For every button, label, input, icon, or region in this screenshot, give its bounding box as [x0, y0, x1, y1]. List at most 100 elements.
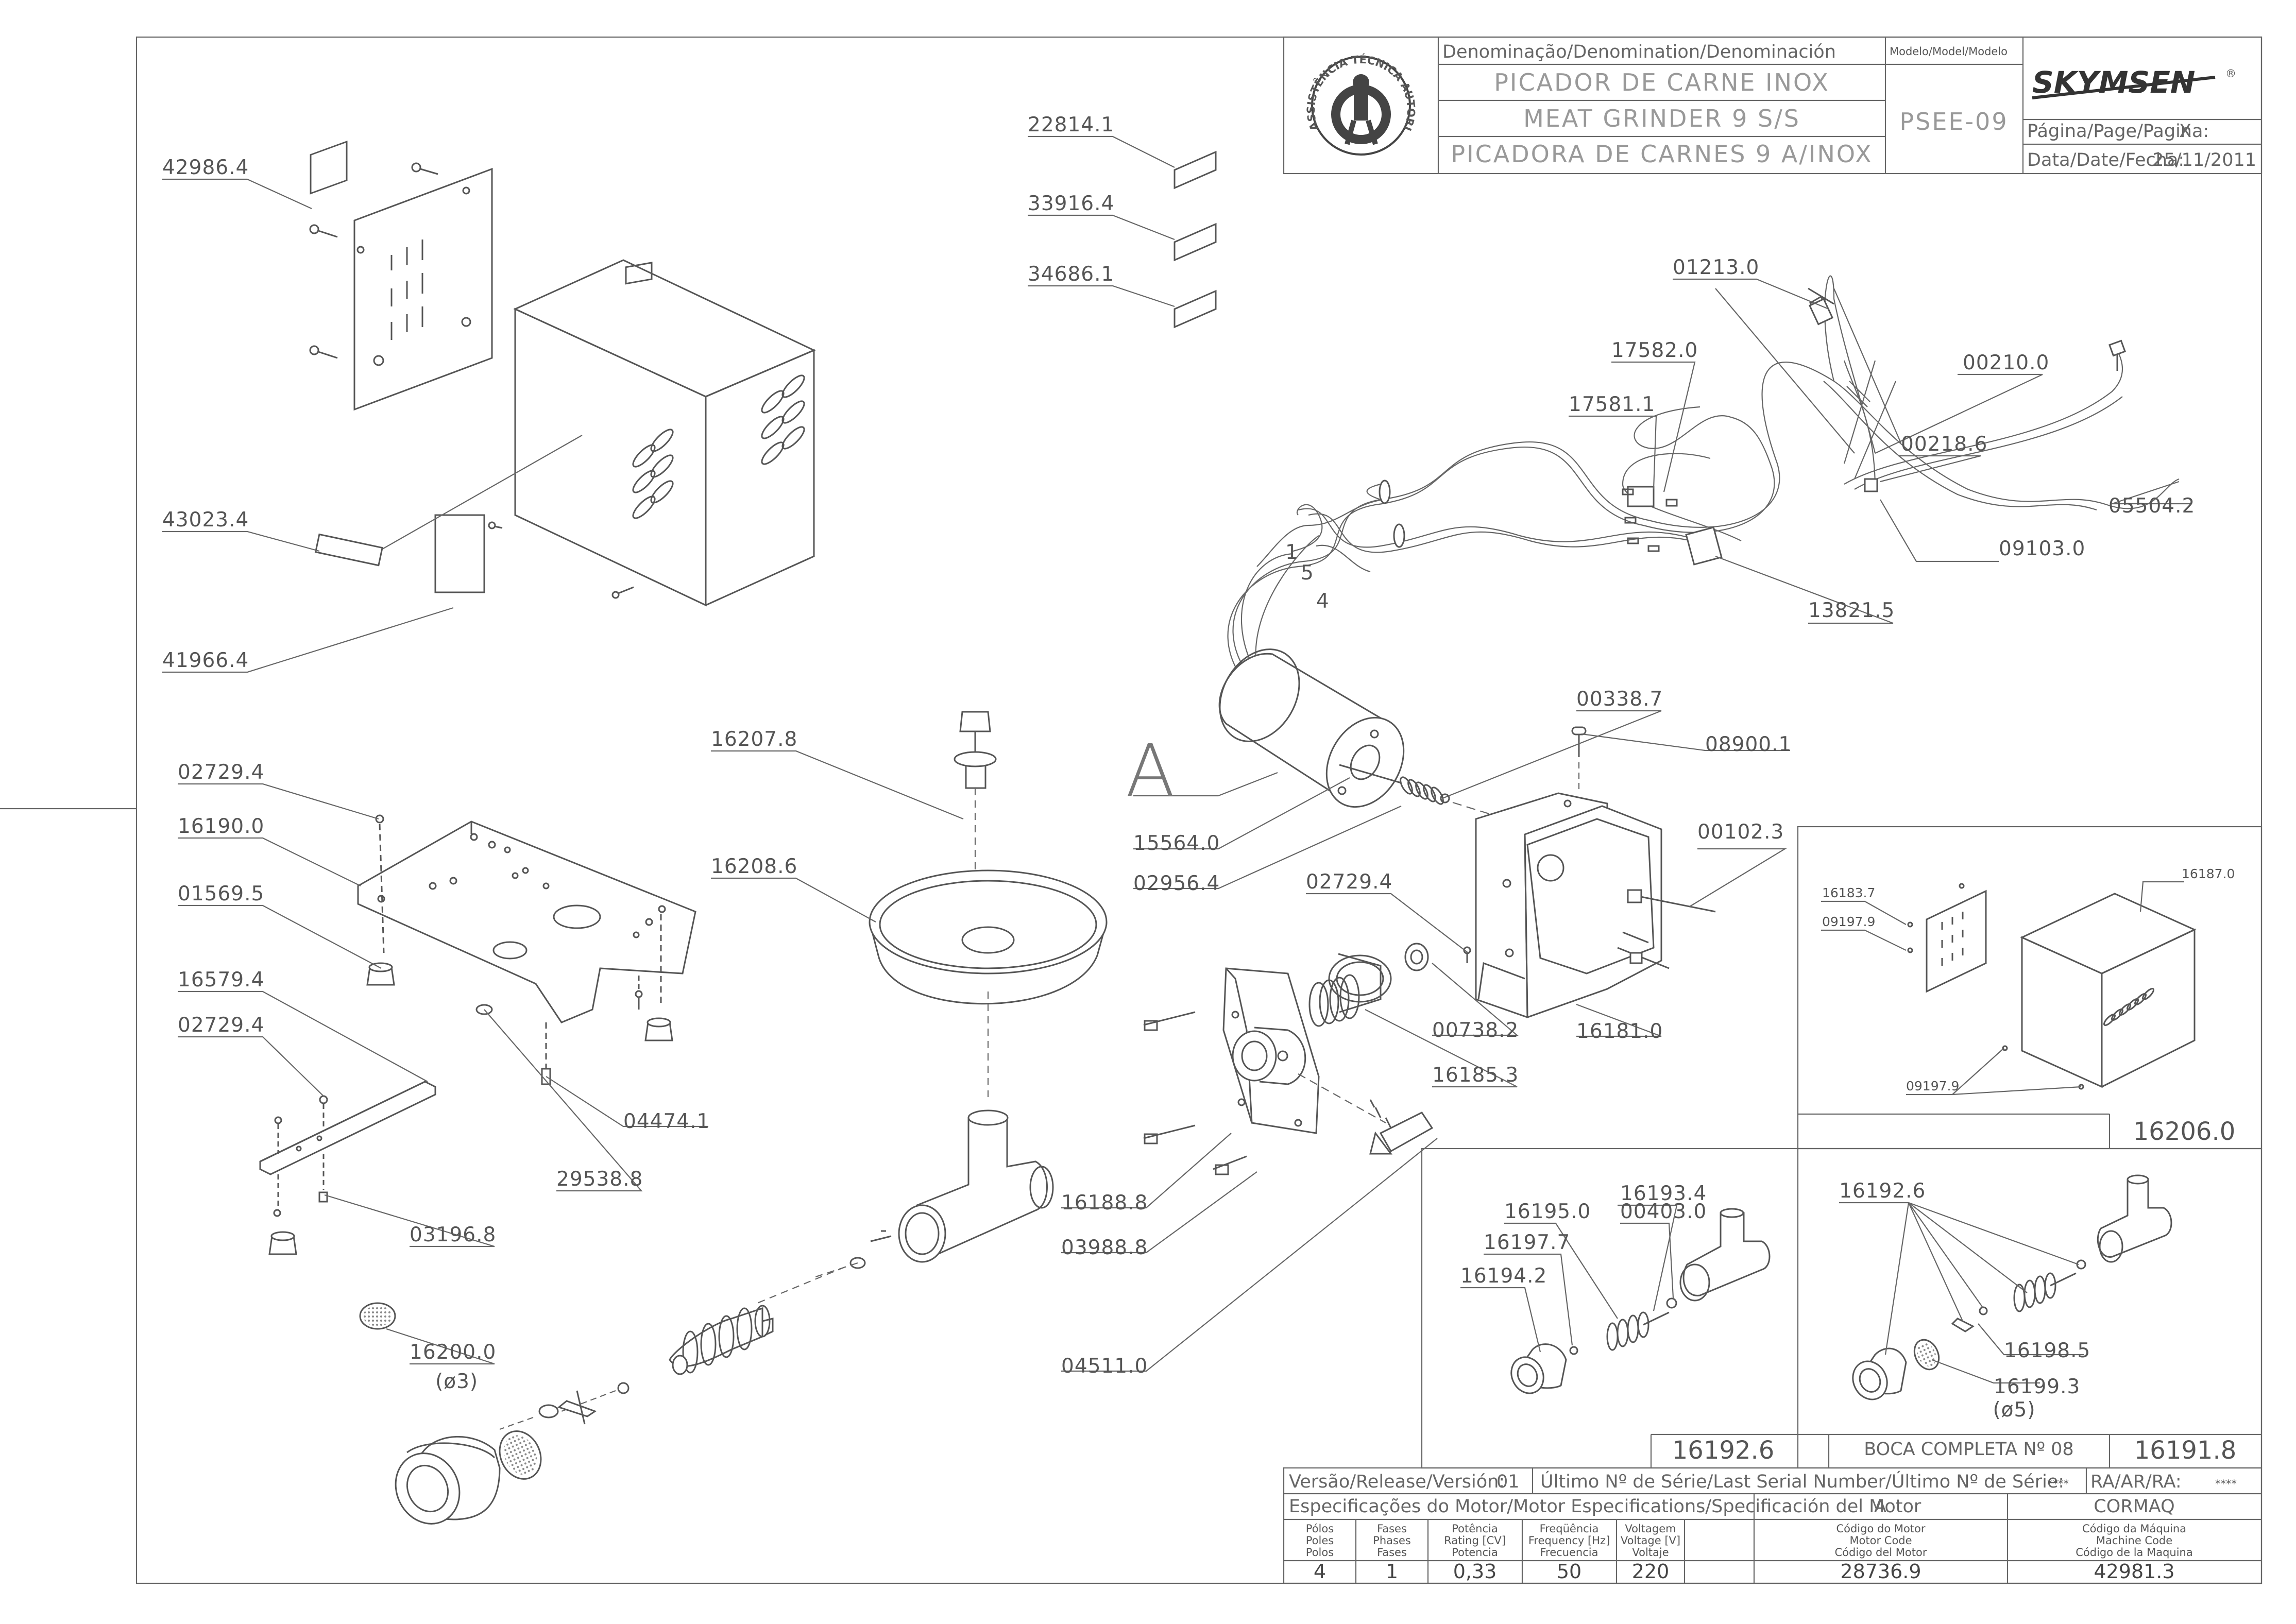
label-02729-center: 02729.4 [1306, 870, 1392, 894]
pusher [954, 711, 997, 907]
brand-name: SKYMSEN [2032, 65, 2195, 100]
ra-label: RA/AR/RA: [2090, 1472, 2182, 1492]
inset-label-16183: 16183.7 [1822, 885, 1875, 900]
h-phases-es: Fases [1377, 1546, 1407, 1559]
label-22814: 22814.1 [1028, 113, 1114, 136]
authorized-service-seal: ASSISTÊNCIA TÉCNICA AUTORIZADA [0, 0, 1417, 156]
label-16185: 16185.3 [1432, 1064, 1519, 1087]
label-05504: 05504.2 [2108, 494, 2195, 518]
inset-label-16194: 16194.2 [1460, 1264, 1547, 1288]
product-name-es: PICADORA DE CARNES 9 A/INOX [1451, 140, 1873, 168]
svg-text:ASSISTÊNCIA TÉCNICA AUTORIZADA: ASSISTÊNCIA TÉCNICA AUTORIZADA [0, 0, 1417, 132]
motor-spec-label: Especificações do Motor/Motor Especifica… [1289, 1496, 1921, 1517]
model-header: Modelo/Model/Modelo [1890, 45, 2008, 58]
label-00218: 00218.6 [1901, 433, 1987, 456]
view-marker-a: A [1126, 729, 1175, 813]
val-machine-code: 42981.3 [2094, 1560, 2174, 1583]
wiring-harness [1227, 275, 2180, 678]
wing-knob [1369, 1099, 1434, 1155]
val-power: 0,33 [1453, 1560, 1497, 1583]
h-machine-code-en: Machine Code [2096, 1534, 2172, 1547]
label-16200: 16200.0 [410, 1341, 496, 1364]
h-volt-pt: Voltagem [1625, 1523, 1676, 1535]
page-value: X [2179, 121, 2191, 142]
base-feet [268, 814, 673, 1255]
h-freq-pt: Freqüência [1540, 1523, 1599, 1535]
label-08900: 08900.1 [1705, 733, 1792, 756]
label-15564: 15564.0 [1133, 832, 1220, 855]
label-13821: 13821.5 [1808, 599, 1895, 622]
leader-lines [162, 135, 2192, 1372]
serial-value: **** [2047, 1478, 2069, 1490]
val-motor-code: 28736.9 [1840, 1560, 1921, 1583]
h-volt-en: Voltage [V] [1621, 1534, 1680, 1547]
label-03196: 03196.8 [410, 1223, 496, 1246]
inset-label-16187: 16187.0 [2182, 866, 2235, 881]
serial-label: Último Nº de Série/Last Serial Number/Úl… [1540, 1471, 2064, 1492]
label-02729-bottom: 02729.4 [178, 1014, 264, 1037]
feed-screw [561, 1305, 774, 1412]
version-label: Versão/Release/Versión: [1289, 1472, 1505, 1492]
date-value: 25/11/2011 [2152, 150, 2256, 170]
drawing-frame [0, 36, 2263, 1584]
inset-cabinet: 16187.0 16183.7 09197.9 09197.9 16206.0 [1797, 826, 2263, 1150]
drive-pulley [1308, 943, 1429, 1027]
support-bracket [259, 1081, 436, 1217]
h-machine-code-es: Código de la Maquina [2076, 1546, 2192, 1559]
cabinet-cover [314, 259, 816, 607]
date-label: Data/Date/Fecha: [2027, 150, 2184, 170]
label-16207: 16207.8 [711, 728, 797, 751]
val-phases: 1 [1386, 1560, 1398, 1583]
assembly-16191: 16191.8 [2134, 1436, 2237, 1465]
h-volt-es: Voltaje [1632, 1546, 1669, 1559]
val-frequency: 50 [1557, 1560, 1581, 1583]
inset-label-16199: 16199.3 [1994, 1375, 2080, 1398]
part-labels: 42986.4 43023.4 41966.4 22814.1 33916.4 … [162, 113, 2195, 1393]
inset-label-16193: 16193.4 [1620, 1182, 1707, 1205]
inset-label-16195: 16195.0 [1504, 1200, 1591, 1223]
inset-label-09197-a: 09197.9 [1822, 914, 1875, 929]
val-voltage: 220 [1632, 1560, 1670, 1583]
h-motor-code-es: Código del Motor [1835, 1546, 1927, 1559]
motor [1218, 648, 1597, 848]
inset-mouth: 16193.4 16195.0 00403.0 16197.7 16194.2 … [1421, 1148, 2263, 1469]
knife-and-plate [359, 1302, 597, 1480]
label-00210: 00210.0 [1963, 351, 2049, 374]
mouth-caption: BOCA COMPLETA Nº 08 [1864, 1439, 2073, 1460]
h-phases-pt: Fases [1377, 1523, 1407, 1535]
label-02729-top: 02729.4 [178, 761, 264, 784]
h-power-pt: Potência [1452, 1523, 1498, 1535]
grinder-body [757, 1109, 1054, 1304]
label-29538: 29538.8 [556, 1168, 643, 1191]
view-letter-a: A [1126, 729, 1175, 813]
ra-value: **** [2215, 1478, 2237, 1490]
h-phases-en: Phases [1373, 1534, 1411, 1547]
col-cormaq-header: CORMAQ [2094, 1496, 2174, 1517]
label-03988: 03988.8 [1061, 1236, 1148, 1259]
h-poles-pt: Pólos [1306, 1523, 1334, 1535]
locking-ring [395, 1435, 501, 1525]
product-name-en: MEAT GRINDER 9 S/S [1523, 105, 1800, 132]
rear-panel-group [309, 141, 493, 411]
h-motor-code-en: Motor Code [1849, 1534, 1912, 1547]
label-00338: 00338.7 [1576, 688, 1663, 711]
label-34686: 34686.1 [1028, 263, 1114, 286]
h-freq-en: Frequency [Hz] [1528, 1534, 1610, 1547]
registered-mark-icon: ® [2225, 67, 2236, 80]
inset-label-16198: 16198.5 [2004, 1339, 2090, 1362]
label-16188: 16188.8 [1061, 1191, 1148, 1215]
wire-label-1: 1 [1285, 541, 1299, 564]
label-04511: 04511.0 [1061, 1355, 1148, 1378]
h-freq-es: Frecuencia [1540, 1546, 1598, 1559]
seal-text: ASSISTÊNCIA TÉCNICA AUTORIZADA [0, 0, 1417, 132]
h-poles-es: Polos [1306, 1546, 1334, 1559]
base-plate [357, 820, 696, 1023]
label-16208: 16208.6 [711, 855, 797, 878]
h-power-en: Rating [CV] [1444, 1534, 1506, 1547]
label-43023: 43023.4 [162, 508, 249, 532]
col-a-header: A [1874, 1496, 1886, 1517]
feed-tray [869, 869, 1108, 1097]
wire-label-4: 4 [1316, 590, 1330, 613]
inset-label-16192: 16192.6 [1839, 1179, 1926, 1203]
